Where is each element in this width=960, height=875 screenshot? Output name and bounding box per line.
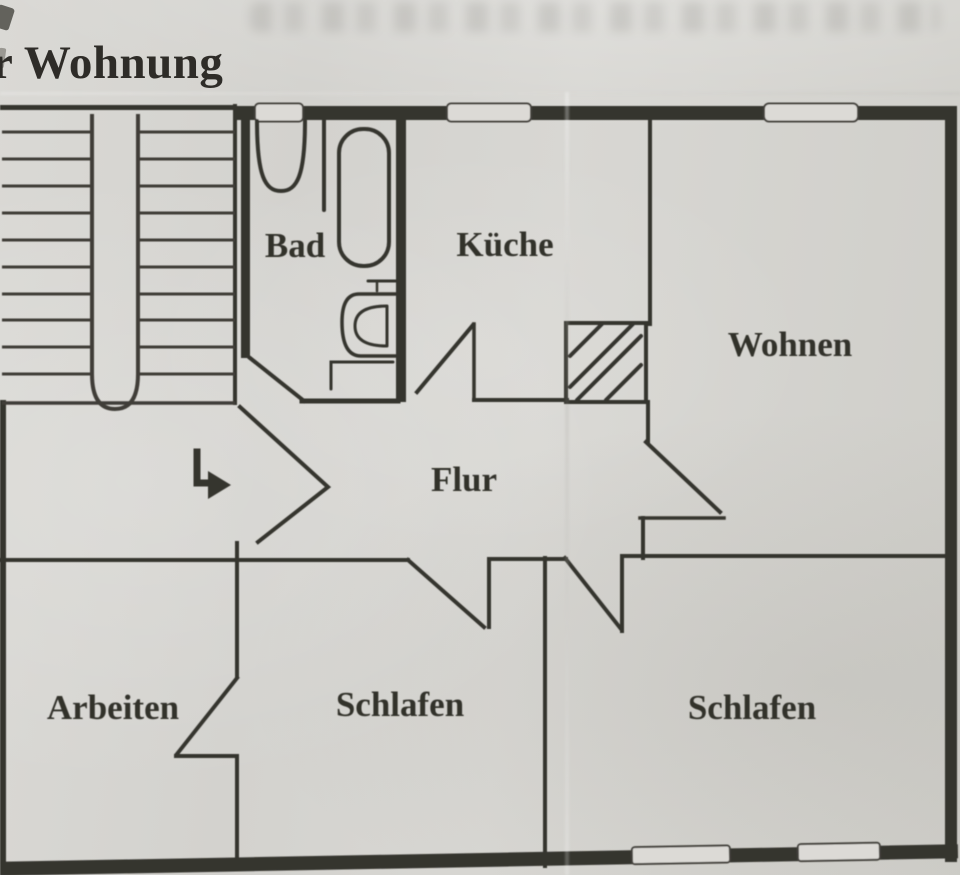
schlafen-mitte-door (405, 557, 487, 630)
paper-crease (565, 92, 569, 875)
staircase (2, 114, 235, 412)
sink (255, 119, 307, 194)
entrance-arrow-icon (193, 448, 231, 499)
stair-steps-left-flight (2, 130, 92, 376)
room-label-flur: Flur (431, 460, 497, 499)
bad-west-wall (241, 106, 250, 358)
window-kueche (446, 102, 532, 123)
kueche-door (414, 322, 476, 395)
room-label-schlafen-mitte: Schlafen (336, 685, 464, 724)
stair-divider (90, 114, 140, 412)
shaft-outline (564, 321, 648, 404)
shaft-hatching (568, 322, 643, 402)
entrance-door (237, 404, 332, 545)
bathtub (337, 127, 391, 268)
page-title: r Wohnung (0, 37, 224, 89)
shaft (564, 321, 648, 404)
paper-crease (0, 92, 960, 95)
toilet-bowl (353, 304, 389, 348)
room-label-kueche: Küche (456, 225, 553, 264)
room-label-arbeiten: Arbeiten (47, 688, 179, 727)
left-wall (0, 400, 6, 875)
bath-fixtures (255, 110, 398, 391)
window-bad (254, 102, 304, 123)
room-labels: Bad Küche Wohnen Flur Arbeiten Schlafen … (47, 225, 852, 727)
window-schlafen-rechts-1 (630, 844, 732, 866)
window-schlafen-rechts-2 (796, 841, 882, 863)
wohnen-door (643, 439, 723, 515)
stairwell-top-wall (0, 105, 236, 110)
bottom-wall-group (0, 841, 959, 875)
arbeiten-door (174, 675, 240, 757)
door-swings (174, 322, 726, 757)
room-label-wohnen: Wohnen (728, 325, 853, 364)
bleed-through-text (250, 2, 940, 32)
bad-kueche-wall (396, 110, 406, 402)
top-windows (254, 102, 859, 123)
toilet-base (329, 360, 395, 391)
interior-walls (0, 104, 947, 870)
schlafen-rechts-door (562, 555, 624, 632)
window-wohnen (763, 102, 859, 123)
bad-door (247, 355, 307, 404)
toilet-outline (340, 292, 398, 358)
stair-steps-right-flight (138, 130, 235, 376)
right-wall (945, 110, 957, 862)
room-label-bad: Bad (265, 226, 326, 265)
room-label-schlafen-rechts: Schlafen (688, 688, 816, 727)
